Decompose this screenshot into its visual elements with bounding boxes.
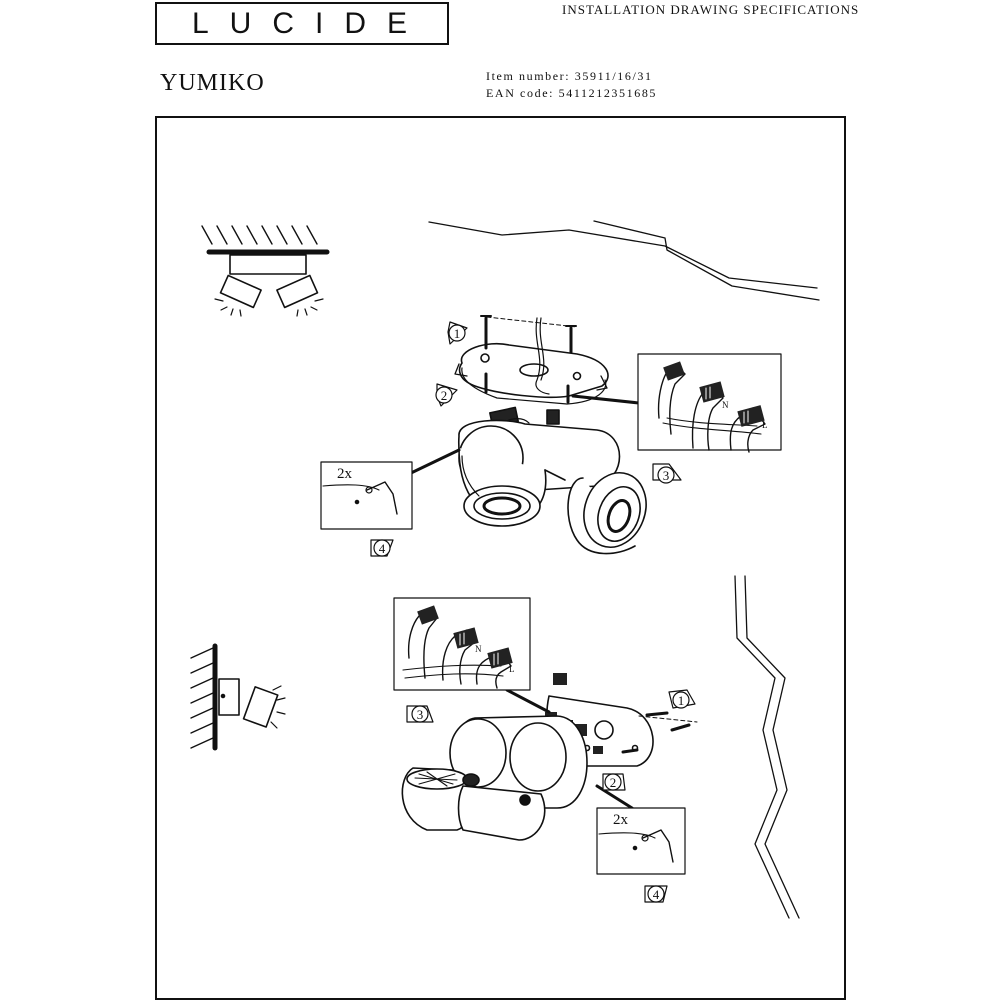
wall-break-line [734, 575, 800, 919]
screw-top-right [565, 325, 577, 354]
terminal-label-l-ceiling: L [762, 420, 768, 430]
step-label-ceiling-1: 1 [454, 326, 461, 341]
step-label-wall-1: 1 [678, 693, 685, 708]
screw-note-ceiling: 2x [337, 466, 353, 482]
ceiling-break-line [428, 220, 820, 301]
brand-logo-text: LUCIDE [191, 6, 429, 40]
wall-mount-pictogram [190, 643, 286, 751]
step-label-wall-4: 4 [653, 887, 660, 902]
step-marker-ceiling-1: 1 [447, 321, 468, 345]
step-marker-ceiling-2: 2 [435, 383, 458, 407]
wall-installation [401, 673, 698, 841]
step-marker-wall-1: 1 [668, 689, 696, 709]
ean-line: EAN code: 5411212351685 [486, 85, 657, 102]
step-marker-wall-3: 3 [406, 705, 434, 723]
installation-drawing-frame: 1 2 3 4 [155, 116, 846, 1000]
document-title: INSTALLATION DRAWING SPECIFICATIONS [562, 2, 860, 17]
terminal-label-l-wall: L [509, 664, 515, 674]
ceiling-installation [409, 315, 647, 555]
step-label-wall-3: 3 [417, 707, 424, 722]
terminal-label-n-wall: N [475, 644, 482, 654]
step-marker-ceiling-3: 3 [652, 463, 682, 484]
step-label-ceiling-2: 2 [441, 388, 448, 403]
step-marker-ceiling-4: 4 [370, 539, 394, 557]
fixture-body-wall [401, 715, 588, 841]
brand-logo: LUCIDE [155, 2, 449, 45]
ean-value: 5411212351685 [558, 86, 658, 100]
terminal-label-n-ceiling: N [722, 400, 729, 410]
mounting-plate [454, 342, 609, 405]
ceiling-mount-pictogram [201, 225, 330, 317]
item-info: Item number: 35911/16/31 EAN code: 54112… [486, 68, 657, 102]
wiring-detail-inset-wall: N L [393, 597, 531, 691]
fixture-body-ceiling [458, 419, 647, 555]
step-label-wall-2: 2 [610, 775, 617, 790]
screw-top-left [480, 315, 492, 350]
wiring-detail-inset-ceiling: N L [637, 353, 782, 453]
item-number-label: Item number: [486, 69, 571, 83]
item-number-value: 35911/16/31 [574, 69, 653, 83]
step-marker-wall-2: 2 [602, 773, 626, 791]
ean-label: EAN code: [486, 86, 555, 100]
item-number-line: Item number: 35911/16/31 [486, 68, 657, 85]
screw-detail-inset-ceiling: 2x [320, 461, 413, 530]
screw-note-wall: 2x [613, 812, 629, 828]
step-label-ceiling-4: 4 [379, 541, 386, 556]
screw-detail-inset-wall: 2x [596, 807, 686, 875]
product-name: YUMIKO [160, 70, 265, 96]
installation-drawing: 1 2 3 4 [190, 220, 820, 919]
step-label-ceiling-3: 3 [663, 468, 670, 483]
step-marker-wall-4: 4 [644, 885, 668, 903]
